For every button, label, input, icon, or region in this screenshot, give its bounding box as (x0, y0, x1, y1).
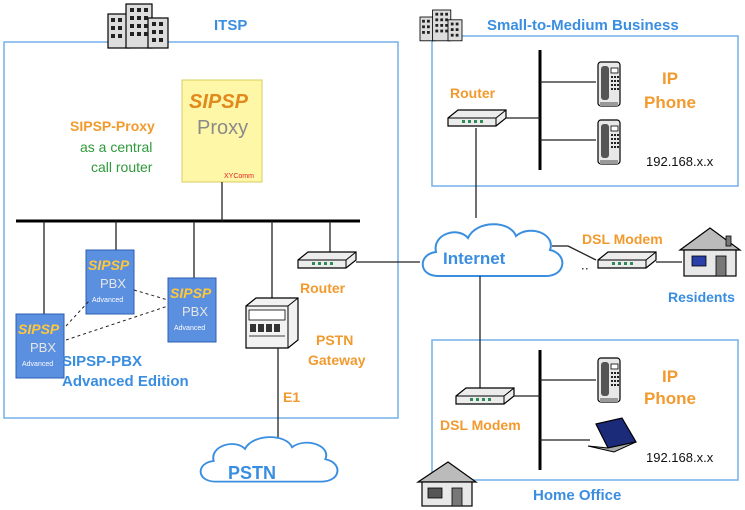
itsp-router-label: Router (300, 280, 346, 296)
pbx-box-icon: SIPSP PBX Advanced (15, 313, 65, 379)
pstn-gateway-icon (245, 297, 299, 349)
ip-phone-icon (597, 61, 621, 107)
router-icon (297, 251, 357, 269)
pstn-gateway-label-1: PSTN (316, 332, 353, 348)
pbx-box-icon: SIPSP PBX Advanced (85, 249, 135, 315)
proxy-logo-top: SIPSP (189, 91, 249, 113)
dsl-modem-icon (455, 387, 515, 405)
proxy-desc-2: call router (91, 159, 153, 175)
pbx-edition-small: Advanced (22, 361, 53, 368)
dsl-dots (582, 268, 588, 270)
building-icon (419, 9, 463, 42)
proxy-vendor: XYComm (224, 173, 254, 180)
laptop-icon (587, 417, 637, 453)
pbx-title-2: Advanced Edition (62, 373, 189, 390)
building-icon (107, 3, 169, 49)
home-phone-label-1: IP (662, 367, 678, 386)
house-icon (416, 461, 478, 507)
home-office-frame (431, 339, 739, 481)
smb-ip-label: 192.168.x.x (646, 154, 714, 169)
proxy-desc-1: as a central (80, 139, 152, 155)
pbx-logo-top: SIPSP (18, 321, 60, 337)
pstn-cloud-label: PSTN (228, 463, 276, 483)
dsl-modem-icon (597, 251, 657, 269)
e1-label: E1 (283, 389, 300, 405)
residents-label: Residents (668, 289, 735, 305)
smb-frame (431, 35, 739, 187)
smb-phone-label-2: Phone (644, 93, 696, 112)
pbx-edition-small: Advanced (92, 297, 123, 304)
pbx-title-1: SIPSP-PBX (62, 353, 142, 370)
proxy-logo-bottom: Proxy (197, 117, 248, 139)
smb-label: Small-to-Medium Business (487, 17, 679, 34)
pbx-edition-small: Advanced (174, 325, 205, 332)
smb-router-label: Router (450, 85, 496, 101)
pbx-logo-bottom: PBX (100, 276, 126, 291)
smb-phone-label-1: IP (662, 69, 678, 88)
pbx-logo-top: SIPSP (170, 285, 212, 301)
itsp-label: ITSP (214, 17, 247, 34)
pstn-gateway-label-2: Gateway (308, 352, 366, 368)
router-icon (447, 109, 507, 127)
internet-cloud-label: Internet (443, 249, 506, 268)
ip-phone-icon (597, 357, 621, 403)
res-dsl-label: DSL Modem (582, 231, 663, 247)
itsp-frame (3, 41, 399, 419)
home-ip-label: 192.168.x.x (646, 450, 714, 465)
proxy-title: SIPSP-Proxy (70, 118, 155, 134)
home-phone-label-2: Phone (644, 389, 696, 408)
res-modem-link (567, 245, 597, 261)
home-dsl-label: DSL Modem (440, 417, 521, 433)
pbx-logo-top: SIPSP (88, 257, 130, 273)
home-office-label: Home Office (533, 487, 621, 504)
ip-phone-icon (597, 119, 621, 165)
pbx-logo-bottom: PBX (30, 340, 56, 355)
proxy-box-icon: SIPSP Proxy XYComm (181, 79, 263, 183)
pbx-box-icon: SIPSP PBX Advanced (167, 277, 217, 343)
pbx-logo-bottom: PBX (182, 304, 208, 319)
house-icon (678, 227, 742, 277)
